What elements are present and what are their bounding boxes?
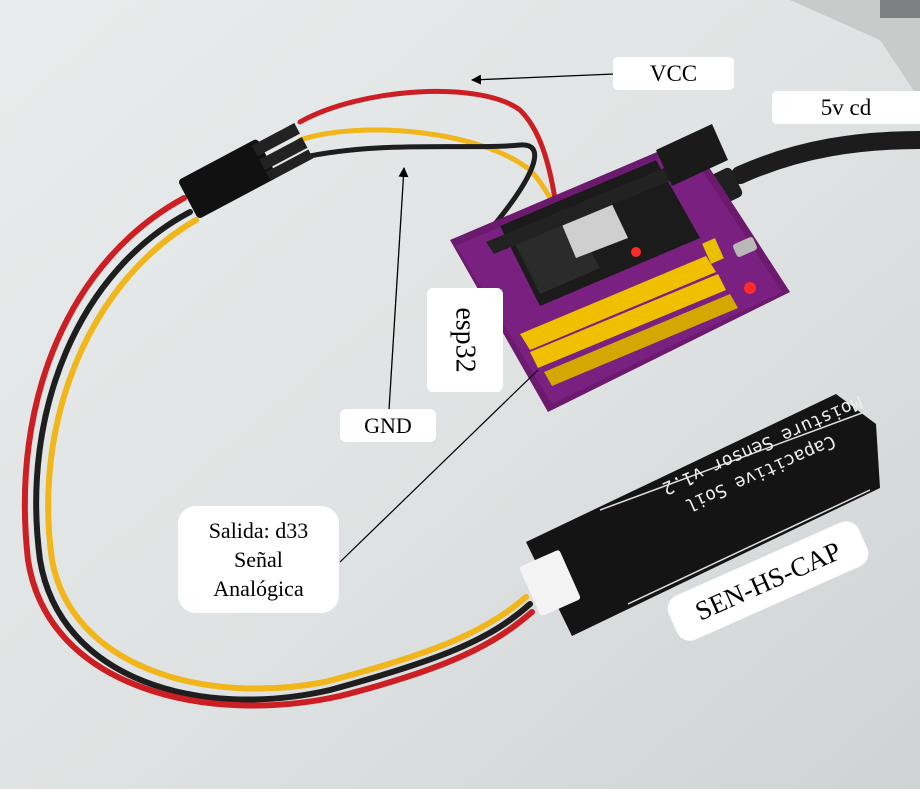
label-board-text: esp32 — [449, 307, 481, 373]
label-vcc: VCC — [613, 57, 734, 90]
arrow-icon — [388, 167, 409, 411]
label-output-line3: Analógica — [213, 576, 304, 601]
label-vcc-text: VCC — [649, 60, 698, 86]
label-output-line1: Salida: d33 — [208, 518, 309, 543]
moisture-sensor: Capacitive Soil Moisture Sensor v1.2 — [519, 391, 880, 636]
label-power: 5v cd — [772, 91, 920, 124]
pointer-line — [339, 369, 539, 563]
table-corner — [880, 0, 920, 18]
wire-loop — [21, 195, 535, 709]
label-gnd-text: GND — [364, 412, 412, 438]
label-gnd: GND — [340, 409, 436, 442]
label-power-text: 5v cd — [820, 94, 872, 120]
esp32-board — [450, 124, 790, 412]
label-output-line2: Señal — [234, 547, 283, 572]
table-edge — [790, 0, 920, 100]
power-cable — [731, 131, 920, 184]
label-board: esp32 — [427, 288, 503, 392]
dupont-connector — [179, 123, 314, 218]
arrow-icon — [471, 73, 615, 85]
label-output: Salida: d33 Señal Analógica — [178, 506, 339, 613]
